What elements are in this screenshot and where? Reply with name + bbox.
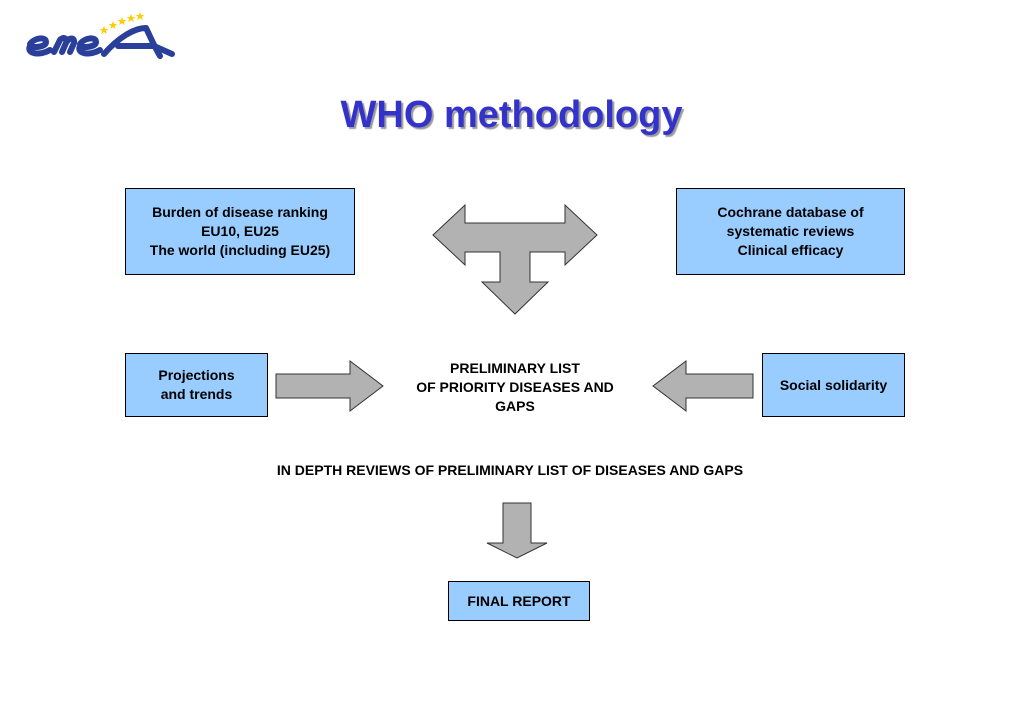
final-report-text: FINAL REPORT	[467, 592, 571, 609]
burden-line-2: EU10, EU25	[201, 223, 279, 239]
projections-line-2: and trends	[160, 386, 233, 402]
burden-line-3: The world (including EU25)	[149, 242, 331, 258]
t-split-arrow-icon	[432, 203, 598, 315]
in-depth-text: IN DEPTH REVIEWS OF PRELIMINARY LIST OF …	[276, 462, 744, 478]
page-title: WHO methodology	[340, 94, 683, 136]
preliminary-line-2: OF PRIORITY DISEASES AND	[416, 379, 614, 395]
projections-box: Projections and trends	[125, 353, 268, 417]
burden-of-disease-box: Burden of disease ranking EU10, EU25 The…	[125, 188, 355, 275]
social-solidarity-box: Social solidarity	[762, 353, 905, 417]
projections-line-1: Projections	[158, 367, 235, 383]
preliminary-line-3: GAPS	[495, 398, 535, 414]
preliminary-line-1: PRELIMINARY LIST	[450, 360, 580, 376]
eu-stars-icon	[99, 12, 145, 34]
cochrane-line-1: Cochrane database of	[717, 204, 864, 220]
down-arrow-icon	[486, 502, 548, 559]
preliminary-list-label: PRELIMINARY LIST OF PRIORITY DISEASES AN…	[390, 359, 640, 416]
cochrane-box: Cochrane database of systematic reviews …	[676, 188, 905, 275]
cochrane-line-2: systematic reviews	[726, 223, 855, 239]
emea-logo	[26, 12, 175, 59]
cochrane-line-3: Clinical efficacy	[737, 242, 844, 258]
left-arrow-icon	[652, 359, 754, 413]
social-line-1: Social solidarity	[779, 376, 888, 393]
burden-line-1: Burden of disease ranking	[152, 204, 328, 220]
right-arrow-icon	[275, 359, 384, 413]
final-report-box: FINAL REPORT	[448, 581, 590, 621]
in-depth-reviews-label: IN DEPTH REVIEWS OF PRELIMINARY LIST OF …	[200, 461, 820, 480]
